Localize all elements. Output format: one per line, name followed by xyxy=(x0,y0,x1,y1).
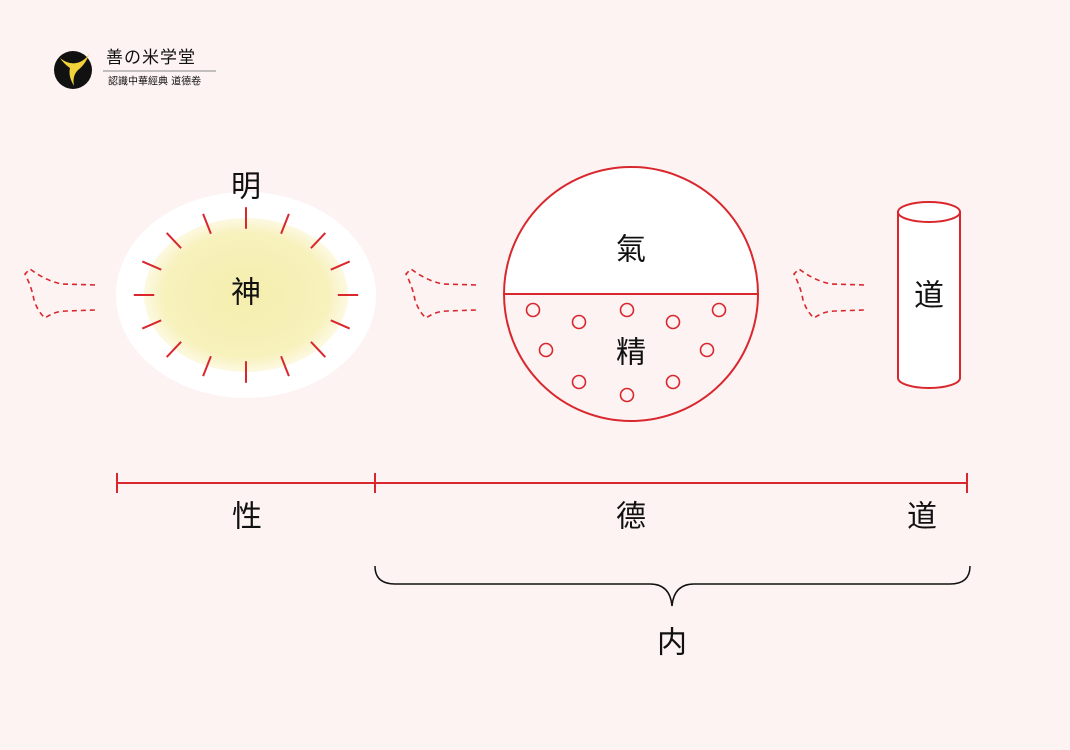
ray xyxy=(280,355,290,377)
cylinder-label: 道 xyxy=(914,279,944,314)
spirit-ellipse: 明 神 xyxy=(116,170,376,398)
brace-label: 内 xyxy=(657,626,687,661)
logo-bird-icon xyxy=(60,52,90,86)
essence-dot xyxy=(699,342,715,358)
ellipse-center-label: 神 xyxy=(231,276,261,311)
essence-dots xyxy=(525,302,727,403)
ray xyxy=(165,341,182,358)
circle-upper-half xyxy=(504,167,758,294)
circle-lower-label: 精 xyxy=(616,336,646,371)
dao-cylinder: 道 xyxy=(897,201,961,389)
flare-shape-left xyxy=(24,267,96,320)
scale-axis: 性 德 道 xyxy=(116,473,968,535)
ray xyxy=(202,355,212,377)
essence-dot xyxy=(571,374,587,390)
ray xyxy=(141,319,162,330)
essence-dot xyxy=(525,302,541,318)
essence-dot xyxy=(538,342,554,358)
essence-dot xyxy=(665,314,681,330)
logo-title: 善の米学堂 xyxy=(106,48,196,68)
inner-brace: 内 xyxy=(374,565,971,661)
ray xyxy=(330,319,351,330)
ray xyxy=(202,213,212,235)
cylinder-body xyxy=(897,211,961,389)
essence-dot xyxy=(665,374,681,390)
logo: 善の米学堂 認識中華經典 道德卷 xyxy=(54,48,216,89)
essence-dot xyxy=(619,302,635,318)
ellipse-top-label: 明 xyxy=(231,170,261,205)
flare-shape-middle xyxy=(405,267,477,320)
essence-dot xyxy=(619,387,635,403)
ray xyxy=(330,260,351,271)
ray xyxy=(310,232,327,249)
brace-path xyxy=(374,565,971,607)
ray xyxy=(165,232,182,249)
circle-upper-label: 氣 xyxy=(616,233,646,268)
flare-shape-right xyxy=(793,267,865,320)
ray xyxy=(310,341,327,358)
cylinder-top xyxy=(897,201,961,223)
ellipse-rays xyxy=(133,207,359,383)
ray xyxy=(141,260,162,271)
axis-label-nature: 性 xyxy=(232,500,262,535)
ray xyxy=(280,213,290,235)
ellipse-inner-glow xyxy=(144,218,348,372)
axis-label-virtue: 德 xyxy=(616,500,646,535)
essence-dot xyxy=(571,314,587,330)
axis-label-dao: 道 xyxy=(907,500,937,535)
qi-essence-circle: 氣 精 xyxy=(503,166,759,422)
essence-dot xyxy=(711,302,727,318)
logo-subtitle: 認識中華經典 道德卷 xyxy=(108,75,201,88)
